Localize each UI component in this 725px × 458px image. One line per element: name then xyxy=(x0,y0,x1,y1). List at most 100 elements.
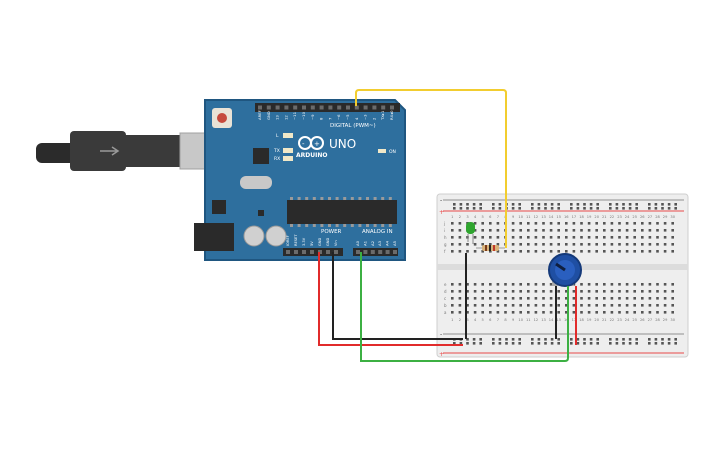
pin-hole[interactable] xyxy=(284,105,289,110)
column-number: 11 xyxy=(526,318,531,322)
pin-hole[interactable] xyxy=(258,105,262,110)
svg-text:+: + xyxy=(314,140,320,148)
pin-hole[interactable] xyxy=(393,250,397,254)
pin-hole[interactable] xyxy=(372,105,377,110)
column-number: 26 xyxy=(640,215,645,219)
crystal xyxy=(240,176,272,189)
on-led xyxy=(378,149,386,153)
pin-hole[interactable] xyxy=(363,105,368,110)
voltage-regulator xyxy=(212,200,226,214)
pin-hole[interactable] xyxy=(302,250,306,254)
column-number: 7 xyxy=(497,215,499,219)
pin-hole[interactable] xyxy=(286,250,290,254)
digital-pin-label: ~10 xyxy=(301,111,306,120)
column-number: 13 xyxy=(541,215,546,219)
digital-pin-label: ~3 xyxy=(363,114,368,120)
pin-hole[interactable] xyxy=(302,105,306,110)
pin-hole[interactable] xyxy=(319,105,324,110)
brand-label: ARDUINO xyxy=(296,152,327,159)
pin-hole[interactable] xyxy=(381,105,386,110)
digital-header xyxy=(255,103,400,112)
column-number: 3 xyxy=(466,318,468,322)
wire-gnd-to-rail[interactable] xyxy=(332,252,463,340)
row-letter: j xyxy=(443,221,445,226)
pin-hole[interactable] xyxy=(328,105,333,110)
column-number: 17 xyxy=(572,215,577,219)
digital-label: DIGITAL (PWM~) xyxy=(330,123,376,129)
column-number: 2 xyxy=(459,215,461,219)
digital-pin-label: ~9 xyxy=(310,114,315,120)
row-letter: b xyxy=(444,303,447,308)
column-number: 28 xyxy=(655,318,660,322)
arduino-board[interactable]: DIGITAL (PWM~) L TX RX - + ARDUINO UNO O… xyxy=(194,99,406,261)
pin-hole[interactable] xyxy=(378,250,383,254)
analog-header xyxy=(353,248,398,256)
column-number: 20 xyxy=(594,318,599,322)
digital-pin-label: 13 xyxy=(275,115,280,120)
digital-pin-label: RX◂0 xyxy=(389,110,394,120)
pin-hole[interactable] xyxy=(293,105,298,110)
column-number: 23 xyxy=(617,215,622,219)
pin-hole[interactable] xyxy=(326,250,330,254)
column-number: 7 xyxy=(497,318,499,322)
arduino-logo-icon: - + xyxy=(298,136,324,150)
capacitor xyxy=(243,225,265,247)
power-pin-label: 3.3V xyxy=(302,237,306,246)
column-number: 29 xyxy=(663,318,668,322)
analog-pin-label: A2 xyxy=(370,240,375,246)
pin-hole[interactable] xyxy=(310,250,314,254)
pin-hole[interactable] xyxy=(363,250,368,254)
pin-hole[interactable] xyxy=(370,250,375,254)
pin-hole[interactable] xyxy=(334,250,338,254)
status-leds: L TX RX xyxy=(273,133,293,162)
column-number: 20 xyxy=(594,215,599,219)
column-number: 18 xyxy=(579,215,584,219)
column-number: 5 xyxy=(482,215,484,219)
pin-hole[interactable] xyxy=(346,105,350,110)
column-number: 1 xyxy=(451,215,453,219)
column-number: 2 xyxy=(459,318,461,322)
pin-hole[interactable] xyxy=(385,250,390,254)
digital-pin-label: 2 xyxy=(371,117,376,120)
led[interactable] xyxy=(466,222,475,244)
pin-hole[interactable] xyxy=(266,105,271,110)
resistor[interactable] xyxy=(476,245,505,251)
usb-chip xyxy=(253,148,269,164)
column-number: 8 xyxy=(504,318,507,322)
pin-hole[interactable] xyxy=(390,105,394,110)
wire-a0-to-pot[interactable] xyxy=(360,252,569,362)
column-number: 19 xyxy=(587,215,592,219)
pin-hole[interactable] xyxy=(275,105,280,110)
power-jack[interactable] xyxy=(194,223,234,251)
column-number: 9 xyxy=(512,318,515,322)
row-letter: c xyxy=(444,296,446,301)
wire-pin6-to-resistor[interactable] xyxy=(355,89,507,248)
pin-hole[interactable] xyxy=(337,105,342,110)
row-letter: i xyxy=(444,228,445,233)
column-number: 18 xyxy=(579,318,584,322)
rail-minus-bottom: - xyxy=(440,331,442,338)
digital-pin-label: ~5 xyxy=(345,114,350,120)
digital-pin-label: ~6 xyxy=(336,114,341,120)
digital-pin-label: ~11 xyxy=(292,111,297,120)
column-number: 30 xyxy=(670,215,675,219)
pin-hole[interactable] xyxy=(310,105,315,110)
digital-pin-label: TX▸1 xyxy=(380,110,385,121)
column-number: 15 xyxy=(556,318,561,322)
pin-hole[interactable] xyxy=(294,250,298,254)
digital-pin-label: 12 xyxy=(283,115,288,120)
potentiometer[interactable] xyxy=(548,253,582,287)
analog-pin-label: A3 xyxy=(377,240,382,246)
column-number: 19 xyxy=(587,318,592,322)
wire-5v-to-rail[interactable] xyxy=(318,252,463,346)
power-pin-label: IOREF xyxy=(286,235,290,246)
column-number: 16 xyxy=(564,318,569,322)
column-number: 9 xyxy=(512,215,515,219)
pin-hole[interactable] xyxy=(356,250,360,254)
column-number: 21 xyxy=(602,318,607,322)
digital-pin-label: 4 xyxy=(354,117,359,120)
on-label: ON xyxy=(389,149,396,155)
pin-hole[interactable] xyxy=(354,105,359,110)
row-letter: a xyxy=(444,310,447,315)
column-number: 27 xyxy=(648,318,653,322)
